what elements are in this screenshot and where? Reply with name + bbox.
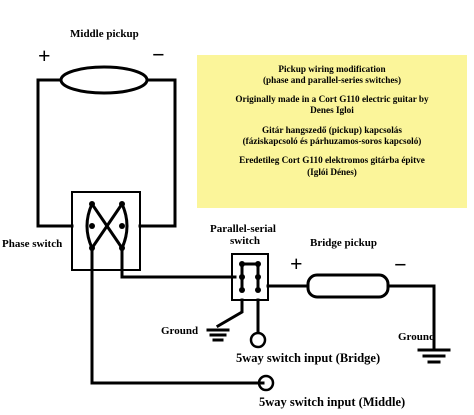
bridge-pickup-minus-sign: −	[394, 252, 407, 277]
middle-pickup-plus-sign: +	[38, 43, 51, 68]
middle-input-terminal	[257, 374, 275, 392]
phase-switch-jumper-wire	[85, 202, 94, 250]
parallel-serial-switch-label-line2: switch	[230, 235, 260, 247]
phase-switch-output-wire	[120, 246, 237, 279]
note-title-line1: Pickup wiring modification	[278, 64, 386, 74]
bridge-input-terminal	[249, 331, 267, 349]
bridge-input-label: 5way switch input (Bridge)	[236, 351, 380, 365]
phase-switch-jumper-wire	[120, 202, 129, 250]
note-title-line2: (phase and parallel-series switches)	[262, 75, 402, 86]
note-hungarian-title-line2: (fáziskapcsoló és párhuzamos-soros kapcs…	[242, 136, 422, 147]
phase-switch-lug	[89, 223, 95, 229]
bridge-pickup-label: Bridge pickup	[310, 237, 377, 249]
bridge-pickup-minus-wire	[386, 284, 436, 352]
note-origin-line2: Denes Igloi	[310, 105, 354, 116]
ground-symbol	[417, 348, 451, 364]
note-origin-line1: Originally made in a Cort G110 electric …	[235, 93, 429, 104]
phase-switch-output-wire	[90, 246, 265, 385]
phase-switch-body	[71, 191, 141, 271]
middle-input-label: 5way switch input (Middle)	[259, 395, 405, 409]
middle-pickup-coil	[59, 65, 149, 95]
ground-left-label: Ground	[161, 325, 198, 337]
ground-left-wire	[215, 298, 244, 329]
bridge-pickup-plus-sign: +	[290, 251, 303, 276]
note-hungarian-origin-line2: (Iglói Dénes)	[307, 166, 357, 177]
description-note-box: Pickup wiring modification (phase and pa…	[197, 55, 467, 208]
bridge-pickup-coil	[306, 273, 390, 299]
ground-right-label: Ground	[398, 331, 435, 343]
phase-switch-lug	[119, 223, 125, 229]
middle-pickup-label: Middle pickup	[70, 28, 139, 40]
middle-pickup-minus-sign: −	[152, 42, 165, 67]
phase-switch-label: Phase switch	[2, 238, 62, 250]
note-hungarian-title-line1: Gitár hangszedő (pickup) kapcsolás	[262, 124, 402, 135]
middle-pickup-plus-wire	[36, 78, 74, 228]
parallel-serial-switch-label: Parallel-serial	[210, 223, 276, 235]
middle-pickup-minus-wire	[138, 78, 177, 228]
note-hungarian-origin-line1: Eredetileg Cort G110 elektromos gitárba …	[239, 155, 425, 166]
phase-switch-cross-wire	[89, 201, 125, 251]
parallel-serial-switch-body	[231, 253, 269, 301]
ground-symbol	[206, 328, 230, 342]
